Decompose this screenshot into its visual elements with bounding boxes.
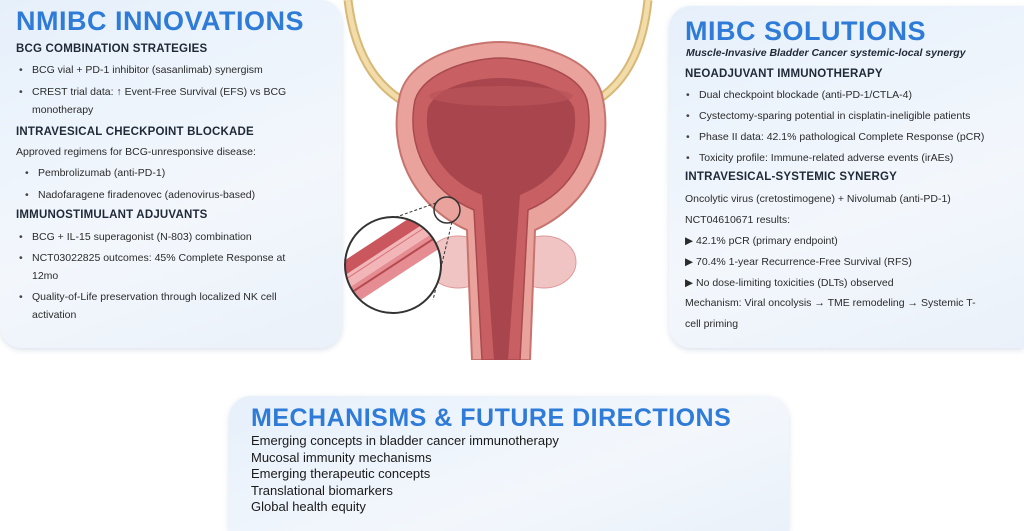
mechanism-line-1: Mechanism: Viral oncolysis → TME remodel…	[685, 297, 976, 309]
section-heading-neoadjuvant: NEOADJUVANT IMMUNOTHERAPY	[685, 68, 883, 80]
future-directions-panel: MECHANISMS & FUTURE DIRECTIONS Emerging …	[229, 396, 789, 531]
section-heading-bcg: BCG COMBINATION STRATEGIES	[16, 43, 208, 55]
list-item: Dual checkpoint blockade (anti-PD-1/CTLA…	[686, 88, 1019, 103]
list-item: Cystectomy-sparing potential in cisplati…	[686, 109, 1019, 124]
list-item: Emerging concepts in bladder cancer immu…	[251, 433, 559, 448]
result-item: ▶ No dose-limiting toxicities (DLTs) obs…	[685, 277, 894, 289]
synergy-line-2: NCT04610671 results:	[685, 214, 791, 226]
future-directions-list: Emerging concepts in bladder cancer immu…	[251, 433, 559, 516]
mibc-subtitle: Muscle-Invasive Bladder Cancer systemic-…	[686, 47, 966, 59]
list-item: Mucosal immunity mechanisms	[251, 449, 432, 465]
result-item: ▶ 42.1% pCR (primary endpoint)	[685, 235, 838, 247]
list-item-continuation: monotherapy	[32, 104, 94, 116]
checkpoint-list: Pembrolizumab (anti-PD-1) Nadofaragene f…	[25, 166, 328, 203]
section-heading-immunostimulant: IMMUNOSTIMULANT ADJUVANTS	[16, 209, 208, 221]
list-item: BCG vial + PD-1 inhibitor (sasanlimab) s…	[19, 63, 332, 78]
list-item: Quality-of-Life preservation through loc…	[19, 290, 337, 305]
future-directions-title: MECHANISMS & FUTURE DIRECTIONS	[251, 404, 732, 432]
list-item: Nadofaragene firadenovec (adenovirus-bas…	[25, 188, 328, 203]
bladder-illustration	[343, 0, 653, 360]
list-item: CREST trial data: ↑ Event-Free Survival …	[19, 85, 332, 100]
list-item: Translational biomarkers	[251, 482, 393, 498]
list-item: Toxicity profile: Immune-related adverse…	[686, 151, 1019, 166]
mibc-panel: MIBC SOLUTIONS Muscle-Invasive Bladder C…	[669, 6, 1024, 348]
nmibc-title: NMIBC INNOVATIONS	[16, 6, 304, 36]
mibc-title: MIBC SOLUTIONS	[685, 16, 926, 46]
synergy-line-1: Oncolytic virus (cretostimogene) + Nivol…	[685, 193, 951, 205]
list-item: Emerging therapeutic concepts	[251, 466, 431, 481]
list-item: Pembrolizumab (anti-PD-1)	[25, 166, 328, 181]
neoadjuvant-list: Dual checkpoint blockade (anti-PD-1/CTLA…	[686, 88, 1019, 166]
list-item: Global health equity	[251, 499, 366, 514]
immunostimulant-list: BCG + IL-15 superagonist (N-803) combina…	[19, 230, 337, 323]
bcg-list: BCG vial + PD-1 inhibitor (sasanlimab) s…	[19, 63, 332, 118]
list-item: NCT03022825 outcomes: 45% Complete Respo…	[19, 251, 337, 266]
list-item: BCG + IL-15 superagonist (N-803) combina…	[19, 230, 337, 245]
list-item-continuation: 12mo	[32, 270, 59, 282]
list-item: Phase II data: 42.1% pathological Comple…	[686, 130, 1019, 145]
nmibc-panel: NMIBC INNOVATIONS BCG COMBINATION STRATE…	[0, 0, 342, 348]
section-heading-synergy: INTRAVESICAL-SYSTEMIC SYNERGY	[685, 171, 897, 183]
result-item: ▶ 70.4% 1-year Recurrence-Free Survival …	[685, 256, 912, 268]
mechanism-line-2: cell priming	[685, 318, 739, 330]
list-item-continuation: activation	[32, 309, 77, 321]
section-heading-checkpoint: INTRAVESICAL CHECKPOINT BLOCKADE	[16, 126, 254, 138]
checkpoint-intro: Approved regimens for BCG-unresponsive d…	[16, 146, 256, 158]
